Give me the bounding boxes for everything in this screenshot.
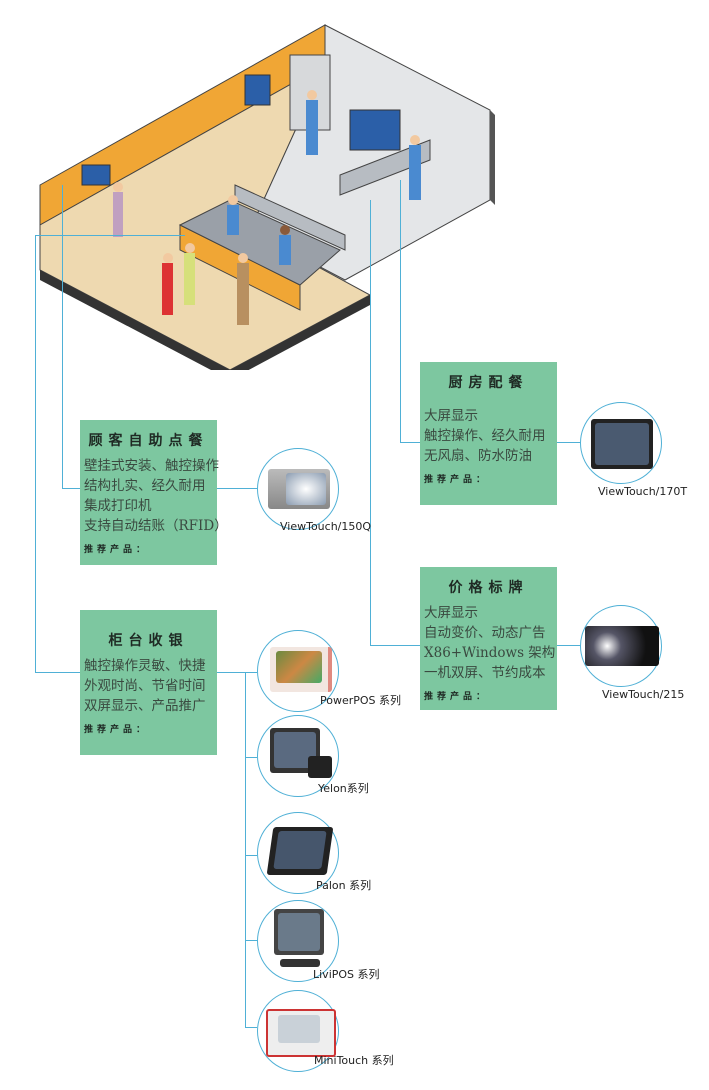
feature-line: 壁挂式安装、触控操作	[84, 458, 219, 474]
recommend-label: 推荐产品：	[424, 475, 490, 485]
product-image-viewtouch-170t	[580, 402, 662, 484]
recommend-label: 推荐产品：	[84, 545, 150, 555]
feature-line: 自动变价、动态广告	[424, 625, 546, 641]
recommend-label: 推荐产品：	[424, 692, 490, 702]
connector-line	[557, 442, 580, 443]
product-image-viewtouch-215	[580, 605, 662, 687]
product-image-yelon	[257, 715, 339, 797]
connector-line	[400, 180, 401, 442]
connector-line	[217, 672, 257, 673]
connector-line	[370, 200, 371, 645]
product-image-palon	[257, 812, 339, 894]
connector-line	[62, 185, 63, 488]
recommend-label: 推荐产品：	[84, 725, 150, 735]
connector-line	[245, 940, 257, 941]
scene-box-price-sign: 价格标牌 大屏显示 自动变价、动态广告 X86+Windows 架构 一机双屏、…	[420, 567, 557, 710]
product-image-powerpos	[257, 630, 339, 712]
feature-line: 外观时尚、节省时间	[84, 678, 206, 694]
connector-line	[217, 488, 257, 489]
product-image-minitouch	[257, 990, 339, 1072]
connector-line	[35, 235, 36, 673]
scene-box-self-order: 顾客自助点餐 壁挂式安装、触控操作 结构扎实、经久耐用 集成打印机 支持自动结账…	[80, 420, 228, 565]
feature-line: 触控操作灵敏、快捷	[84, 658, 206, 674]
feature-line: 大屏显示	[424, 605, 478, 621]
product-image-livipos	[257, 900, 339, 982]
scene-title: 柜台收银	[108, 633, 189, 649]
feature-line: 支持自动结账（RFID）	[84, 518, 228, 534]
connector-line	[35, 235, 185, 236]
feature-line: 结构扎实、经久耐用	[84, 478, 206, 494]
scene-box-kitchen: 厨房配餐 大屏显示 触控操作、经久耐用 无风扇、防水防油 推荐产品：	[420, 362, 557, 505]
connector-line	[400, 442, 420, 443]
product-label: Yelon系列	[318, 782, 369, 795]
feature-line: 大屏显示	[424, 408, 478, 424]
product-label: ViewTouch/150Q	[280, 520, 372, 533]
feature-line: 双屏显示、产品推广	[84, 698, 206, 714]
connector-line	[370, 645, 420, 646]
scene-box-counter: 柜台收银 触控操作灵敏、快捷 外观时尚、节省时间 双屏显示、产品推广 推荐产品：	[80, 610, 217, 755]
feature-line: 触控操作、经久耐用	[424, 428, 546, 444]
scene-title: 顾客自助点餐	[88, 433, 209, 449]
product-label: LiviPOS 系列	[313, 968, 380, 981]
product-image-viewtouch-150q	[257, 448, 339, 530]
connector-line	[35, 672, 80, 673]
product-label: PowerPOS 系列	[320, 694, 402, 707]
product-label: MiniTouch 系列	[314, 1054, 394, 1067]
product-label: ViewTouch/215	[602, 688, 685, 701]
feature-line: 一机双屏、节约成本	[424, 665, 546, 681]
feature-line: X86+Windows 架构	[424, 645, 556, 661]
connector-line	[245, 757, 257, 758]
scene-title: 厨房配餐	[448, 375, 529, 391]
feature-line: 集成打印机	[84, 498, 152, 514]
connector-line	[245, 855, 257, 856]
product-label: ViewTouch/170T	[598, 485, 688, 498]
scene-title: 价格标牌	[448, 580, 529, 596]
connector-line	[245, 672, 246, 1027]
restaurant-illustration	[39, 24, 495, 370]
feature-line: 无风扇、防水防油	[424, 448, 532, 464]
connector-line	[557, 645, 580, 646]
connector-line	[245, 1027, 257, 1028]
connector-line	[62, 488, 80, 489]
product-label: Palon 系列	[316, 879, 372, 892]
